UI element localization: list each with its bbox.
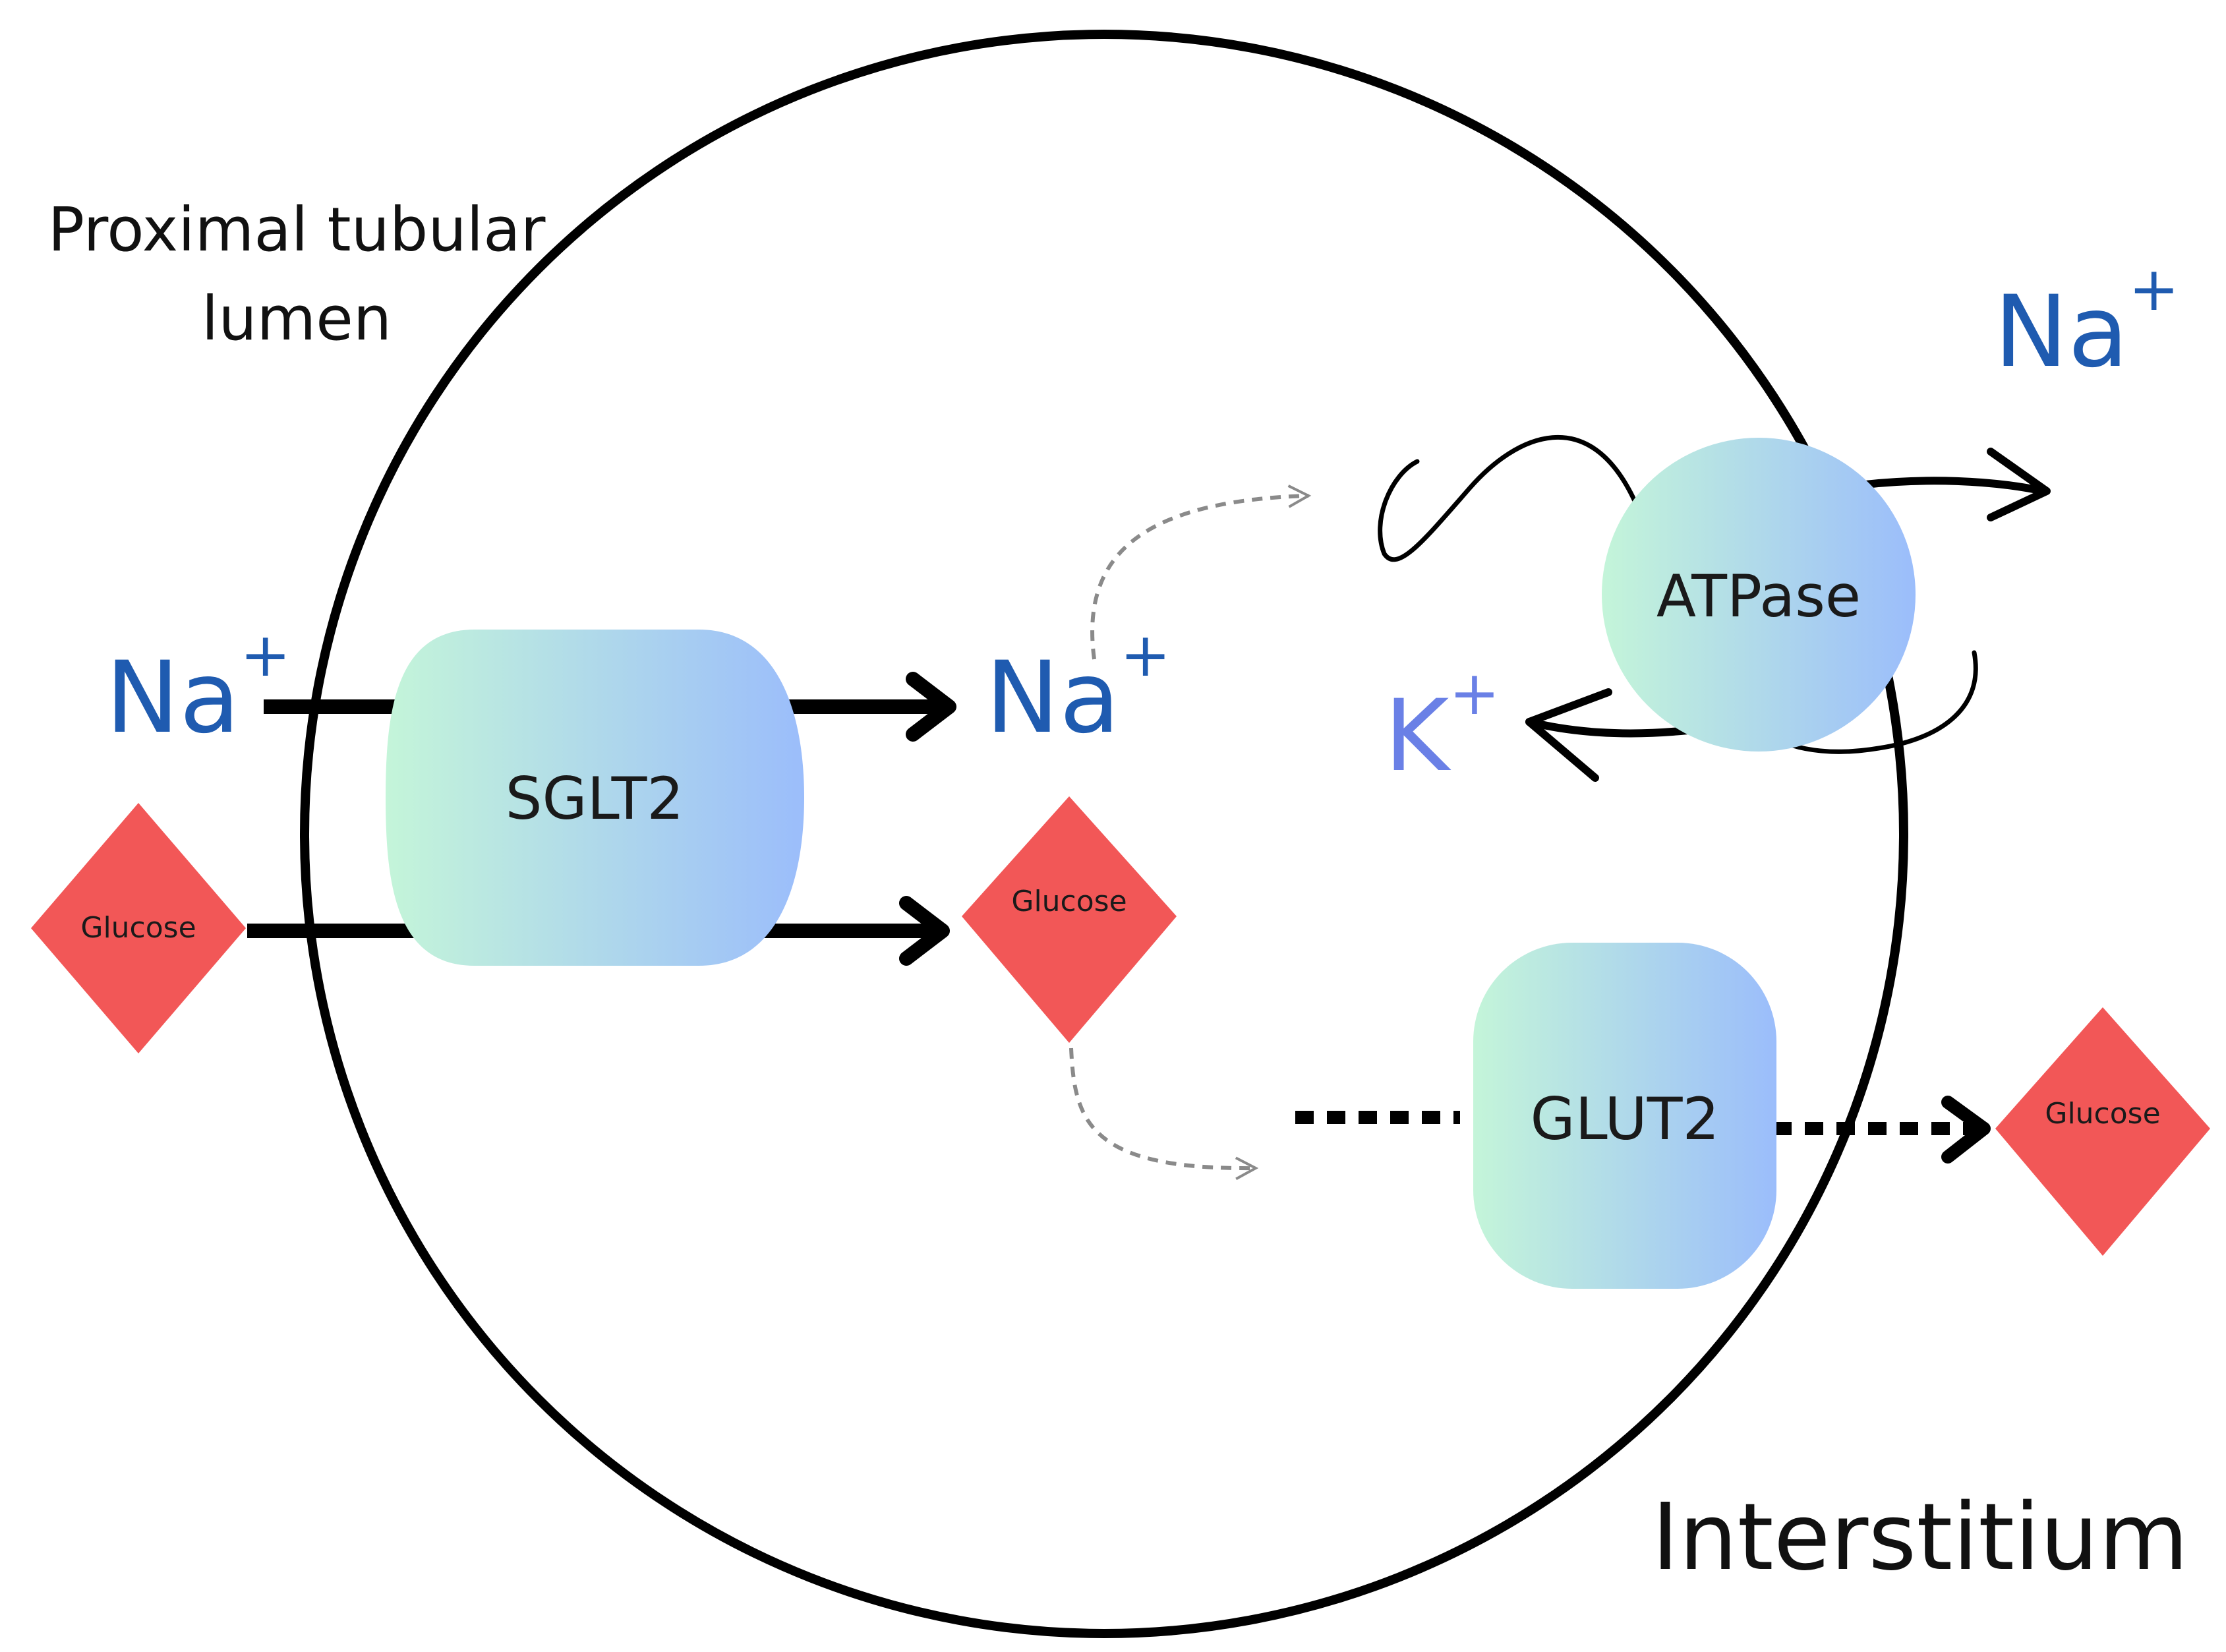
glucose-to-glut2-dashed-arrow <box>1069 1047 1259 1181</box>
atpase-label: ATPase <box>1656 562 1861 630</box>
atpase-squiggle-line <box>1378 435 1637 562</box>
cell-membrane <box>300 30 1908 1638</box>
na-charge: + <box>1120 620 1171 690</box>
glucose-left: Glucose <box>31 803 246 1053</box>
atpase-k-in-arrowhead <box>1525 688 1612 782</box>
atpase-na-out-arrowhead <box>1987 448 2051 521</box>
lumen-label-line2: lumen <box>202 283 392 354</box>
glucose-left-label: Glucose <box>80 911 196 945</box>
na-charge: + <box>2128 254 2179 324</box>
lumen-label-line1: Proximal tubular <box>48 194 546 265</box>
glucose-transport-arrowhead <box>899 896 950 966</box>
na-ion-middle: Na+ <box>985 620 1171 755</box>
glut2-label: GLUT2 <box>1531 1085 1720 1153</box>
atpase-transporter: ATPase <box>1602 438 1916 752</box>
na-ion-right: Na+ <box>1994 254 2179 390</box>
k-symbol: K <box>1384 679 1451 794</box>
glut2-transporter: GLUT2 <box>1473 943 1776 1289</box>
na-symbol: Na <box>1994 275 2128 390</box>
atpase-k-in-line <box>1525 718 1691 738</box>
glucose-middle-label: Glucose <box>1011 885 1127 918</box>
na-to-atpase-dashed-arrow <box>1090 485 1312 660</box>
glucose-right: Glucose <box>1995 1007 2210 1256</box>
interstitium-label: Interstitium <box>1652 1484 2188 1591</box>
na-charge: + <box>240 620 291 690</box>
k-ion: K+ <box>1384 658 1500 794</box>
na-ion-left: Na+ <box>105 620 291 755</box>
k-charge: + <box>1449 658 1500 728</box>
glut2-arrowhead <box>1941 1096 1991 1164</box>
na-transport-arrowhead <box>906 672 956 742</box>
atpase-na-out-line <box>1861 477 2047 495</box>
glucose-middle: Glucose <box>962 796 1177 1043</box>
sglt2-transporter: SGLT2 <box>386 630 804 966</box>
na-symbol: Na <box>985 641 1120 755</box>
sglt2-label: SGLT2 <box>506 765 684 833</box>
glucose-right-label: Glucose <box>2045 1097 2160 1131</box>
na-symbol: Na <box>105 641 240 755</box>
